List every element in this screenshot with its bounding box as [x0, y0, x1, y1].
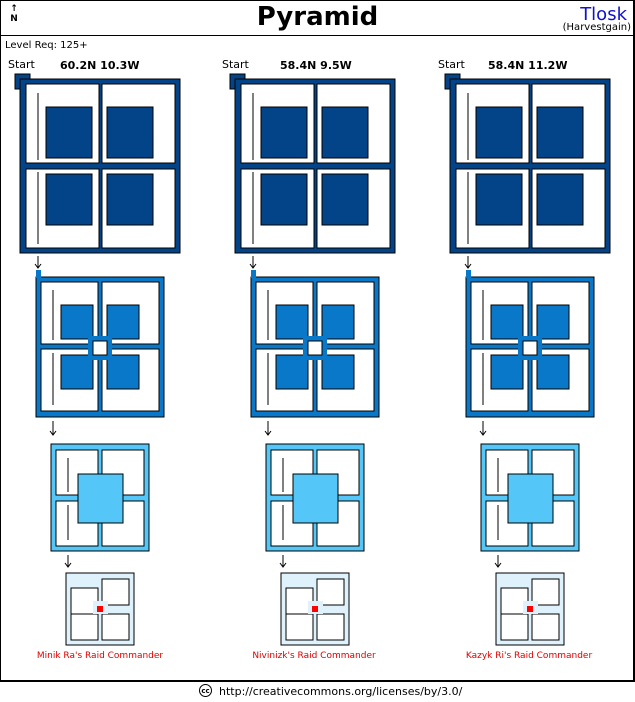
level-4-room: [70, 613, 99, 641]
server-name: (Harvestgain): [562, 22, 631, 33]
level-3-center: [77, 473, 124, 524]
level-1-block: [536, 173, 584, 226]
level-1-block: [260, 173, 308, 226]
boss-marker-icon: [312, 606, 318, 612]
down-arrow-icon: [464, 263, 472, 269]
level-1-block: [106, 106, 154, 159]
license-link[interactable]: http://creativecommons.org/licenses/by/3…: [219, 685, 463, 698]
page-title: Pyramid: [256, 2, 379, 32]
level-2-center-room: [522, 340, 538, 356]
level-1-block: [536, 106, 584, 159]
level-2-entry: [36, 270, 41, 278]
down-arrow-icon: [249, 263, 257, 269]
start-label: Start: [8, 58, 35, 71]
level-4-room: [101, 578, 130, 606]
level-1-block: [321, 106, 369, 159]
boss-marker-icon: [527, 606, 533, 612]
level-1-block: [475, 173, 523, 226]
level-2-block: [275, 354, 309, 390]
level-2-block: [536, 304, 570, 340]
boss-label: Kazyk Ri's Raid Commander: [465, 651, 593, 661]
start-coords: 60.2N 10.3W: [60, 59, 140, 72]
level-2-block: [60, 304, 94, 340]
level-2-block: [490, 354, 524, 390]
level-2-block: [536, 354, 570, 390]
level-2-block: [106, 304, 140, 340]
level-2-block: [321, 304, 355, 340]
level-1-block: [260, 106, 308, 159]
start-coords: 58.4N 11.2W: [488, 59, 568, 72]
level-requirement: Level Req: 125+: [5, 40, 88, 51]
boss-label: Minik Ra's Raid Commander: [36, 651, 164, 661]
down-arrow-icon: [264, 430, 272, 436]
author-name: Tlosk: [580, 4, 627, 25]
level-2-block: [106, 354, 140, 390]
creative-commons-icon: cc: [199, 684, 212, 697]
level-2-entry: [466, 270, 471, 278]
boss-label: Nivinizk's Raid Commander: [252, 651, 376, 661]
map-frame: [0, 0, 635, 682]
down-arrow-icon: [479, 430, 487, 436]
down-arrow-icon: [49, 430, 57, 436]
level-2-block: [490, 304, 524, 340]
level-2-center-room: [307, 340, 323, 356]
level-1-block: [106, 173, 154, 226]
start-label: Start: [438, 58, 465, 71]
level-4-room: [285, 613, 314, 641]
down-arrow-icon: [64, 562, 72, 568]
level-3-center: [507, 473, 554, 524]
level-2-block: [321, 354, 355, 390]
level-2-entry: [251, 270, 256, 278]
level-1-block: [45, 106, 93, 159]
level-4-room: [101, 613, 130, 641]
level-3-center: [292, 473, 339, 524]
down-arrow-icon: [279, 562, 287, 568]
level-2-block: [275, 304, 309, 340]
start-label: Start: [222, 58, 249, 71]
level-4-room: [316, 578, 345, 606]
boss-marker-icon: [97, 606, 103, 612]
down-arrow-icon: [34, 263, 42, 269]
down-arrow-icon: [494, 562, 502, 568]
level-2-center-room: [92, 340, 108, 356]
level-4-room: [531, 578, 560, 606]
header-divider: [0, 35, 634, 36]
north-label: N: [10, 14, 18, 24]
north-arrow-icon: ↑N: [10, 4, 18, 24]
level-4-room: [316, 613, 345, 641]
level-1-block: [45, 173, 93, 226]
level-4-room: [531, 613, 560, 641]
level-1-block: [475, 106, 523, 159]
level-2-block: [60, 354, 94, 390]
level-4-room: [500, 613, 529, 641]
start-coords: 58.4N 9.5W: [280, 59, 352, 72]
level-1-block: [321, 173, 369, 226]
